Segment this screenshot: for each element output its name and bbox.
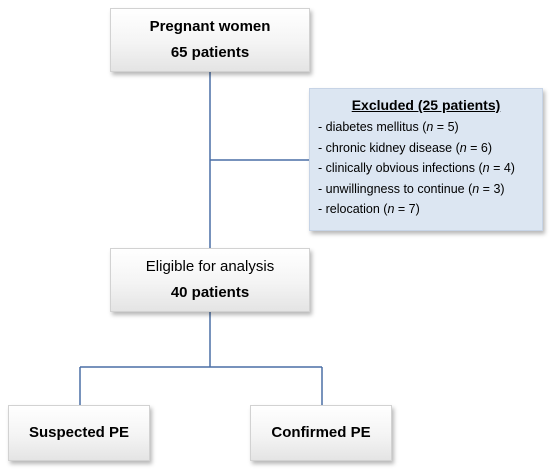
excluded-title: Excluded (25 patients) <box>351 97 501 113</box>
pregnant-women-count: 65 patients <box>170 44 250 61</box>
excluded-box: Excluded (25 patients) - diabetes mellit… <box>309 88 543 231</box>
excluded-item-infections: - clinically obvious infections (n = 4) <box>318 161 515 175</box>
confirmed-pe-label: Confirmed PE <box>271 424 371 441</box>
eligible-label: Eligible for analysis <box>145 258 275 275</box>
excluded-item-diabetes: - diabetes mellitus (n = 5) <box>318 120 459 134</box>
suspected-pe-label: Suspected PE <box>28 424 130 441</box>
excluded-list: - diabetes mellitus (n = 5) - chronic ki… <box>318 117 542 220</box>
confirmed-pe-box: Confirmed PE <box>250 405 392 461</box>
suspected-pe-box: Suspected PE <box>8 405 150 461</box>
excluded-item-unwillingness: - unwillingness to continue (n = 3) <box>318 181 505 196</box>
excluded-item-relocation: - relocation (n = 7) <box>318 202 420 216</box>
pregnant-women-label: Pregnant women <box>149 18 271 35</box>
eligible-box: Eligible for analysis 40 patients <box>110 248 310 312</box>
eligible-count: 40 patients <box>170 284 250 301</box>
excluded-item-kidney: - chronic kidney disease (n = 6) <box>318 140 493 155</box>
pregnant-women-box: Pregnant women 65 patients <box>110 8 310 72</box>
